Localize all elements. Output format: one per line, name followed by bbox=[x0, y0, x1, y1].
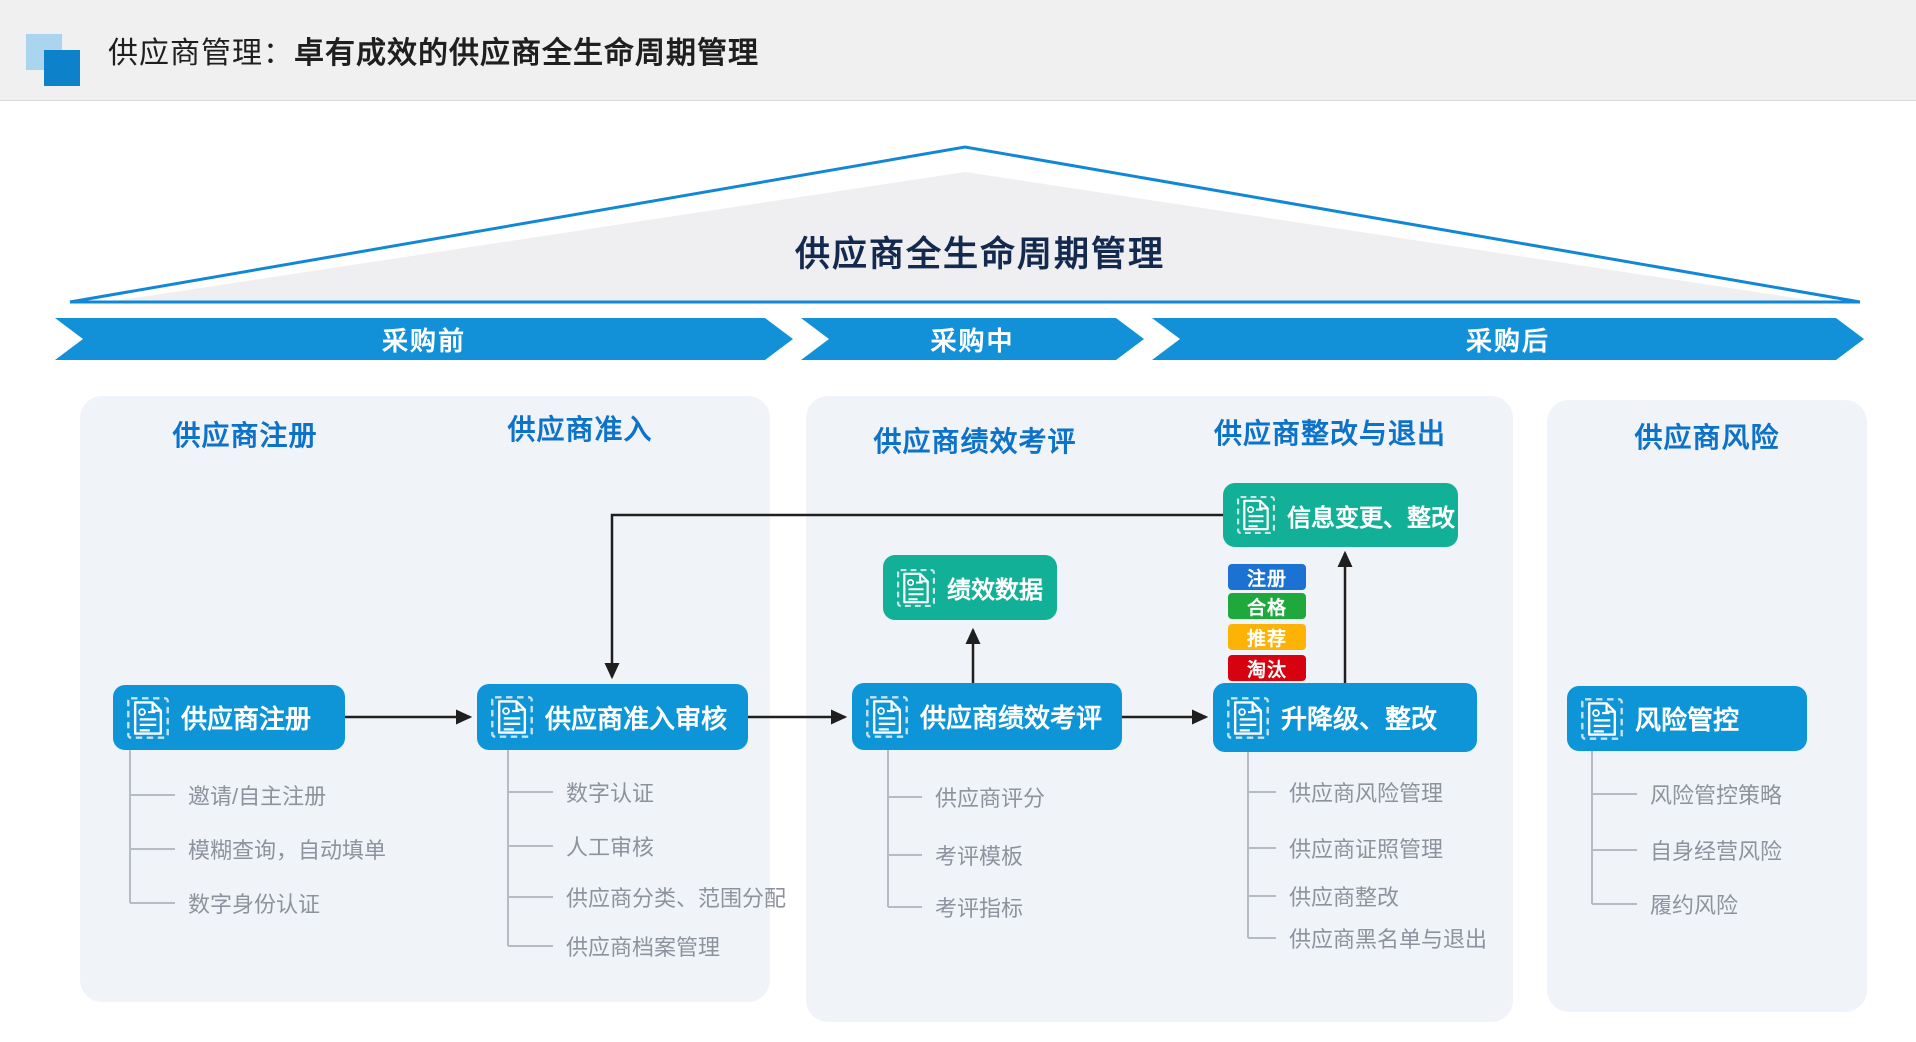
column-header-register: 供应商注册 bbox=[172, 420, 318, 451]
tree-item: 数字认证 bbox=[566, 781, 655, 806]
tree-item: 供应商整改 bbox=[1289, 885, 1400, 910]
tree-item: 考评模板 bbox=[935, 844, 1024, 869]
status-tag-qualified: 合格 bbox=[1228, 593, 1306, 619]
node-supplier-register: 供应商注册 bbox=[113, 685, 345, 750]
tree-item: 邀请/自主注册 bbox=[188, 784, 327, 809]
node-risk-control: 风险管控 bbox=[1567, 686, 1807, 751]
tree-item: 自身经营风险 bbox=[1650, 839, 1783, 864]
doc-icon bbox=[865, 695, 909, 739]
node-label: 供应商绩效考评 bbox=[920, 703, 1103, 733]
doc-icon bbox=[896, 568, 936, 608]
tree-item: 履约风险 bbox=[1650, 893, 1739, 918]
status-tag-recommended: 推荐 bbox=[1228, 624, 1306, 650]
tree-item: 供应商黑名单与退出 bbox=[1289, 927, 1488, 952]
column-header-risk: 供应商风险 bbox=[1634, 422, 1780, 453]
tree-item: 风险管控策略 bbox=[1650, 783, 1783, 808]
node-info-change: 信息变更、整改 bbox=[1223, 483, 1458, 547]
doc-icon bbox=[490, 695, 534, 739]
phase-band-before: 采购前 bbox=[55, 318, 793, 360]
phase-band-after: 采购后 bbox=[1152, 318, 1864, 360]
diagram-title: 供应商全生命周期管理 bbox=[794, 235, 1165, 274]
node-performance-review: 供应商绩效考评 bbox=[852, 683, 1122, 750]
doc-icon bbox=[1226, 696, 1270, 740]
tree-item: 供应商档案管理 bbox=[566, 935, 721, 960]
column-header-rectify-exit: 供应商整改与退出 bbox=[1213, 418, 1447, 449]
doc-icon bbox=[1236, 495, 1276, 535]
node-admission-review: 供应商准入审核 bbox=[477, 684, 748, 750]
tree-item: 人工审核 bbox=[566, 835, 655, 860]
tree-item: 数字身份认证 bbox=[188, 892, 321, 917]
node-label: 供应商注册 bbox=[181, 704, 312, 734]
phase-label: 采购后 bbox=[1465, 325, 1550, 356]
page-header: 供应商管理： 卓有成效的供应商全生命周期管理 bbox=[0, 0, 1916, 101]
logo-square-dark bbox=[44, 50, 80, 86]
page-title: 供应商管理： 卓有成效的供应商全生命周期管理 bbox=[108, 0, 759, 100]
node-label: 绩效数据 bbox=[947, 577, 1043, 604]
phase-band-during: 采购中 bbox=[801, 318, 1144, 360]
column-header-admission: 供应商准入 bbox=[507, 414, 653, 445]
node-label: 升降级、整改 bbox=[1281, 704, 1438, 734]
tree-item: 供应商分类、范围分配 bbox=[566, 886, 787, 911]
status-tag-registered: 注册 bbox=[1228, 564, 1306, 590]
node-label: 供应商准入审核 bbox=[545, 703, 728, 734]
doc-icon bbox=[126, 696, 170, 740]
page-title-prefix: 供应商管理： bbox=[108, 37, 294, 70]
tree-item: 考评指标 bbox=[935, 896, 1024, 921]
tree-item: 模糊查询，自动填单 bbox=[188, 838, 387, 863]
phase-label: 采购中 bbox=[930, 325, 1015, 356]
node-performance-data: 绩效数据 bbox=[883, 555, 1057, 620]
page-title-main: 卓有成效的供应商全生命周期管理 bbox=[294, 37, 759, 70]
column-header-performance: 供应商绩效考评 bbox=[873, 426, 1077, 457]
status-tag-eliminated: 淘汰 bbox=[1228, 655, 1306, 681]
tree-item: 供应商评分 bbox=[935, 786, 1046, 811]
node-label: 风险管控 bbox=[1635, 705, 1740, 735]
roof-outline bbox=[69, 145, 1861, 304]
node-label: 信息变更、整改 bbox=[1287, 504, 1455, 532]
phase-label: 采购前 bbox=[381, 325, 466, 356]
tree-item: 供应商证照管理 bbox=[1289, 837, 1444, 862]
node-grade-rectify: 升降级、整改 bbox=[1213, 683, 1477, 752]
doc-icon bbox=[1580, 697, 1624, 741]
tree-item: 供应商风险管理 bbox=[1289, 781, 1444, 806]
